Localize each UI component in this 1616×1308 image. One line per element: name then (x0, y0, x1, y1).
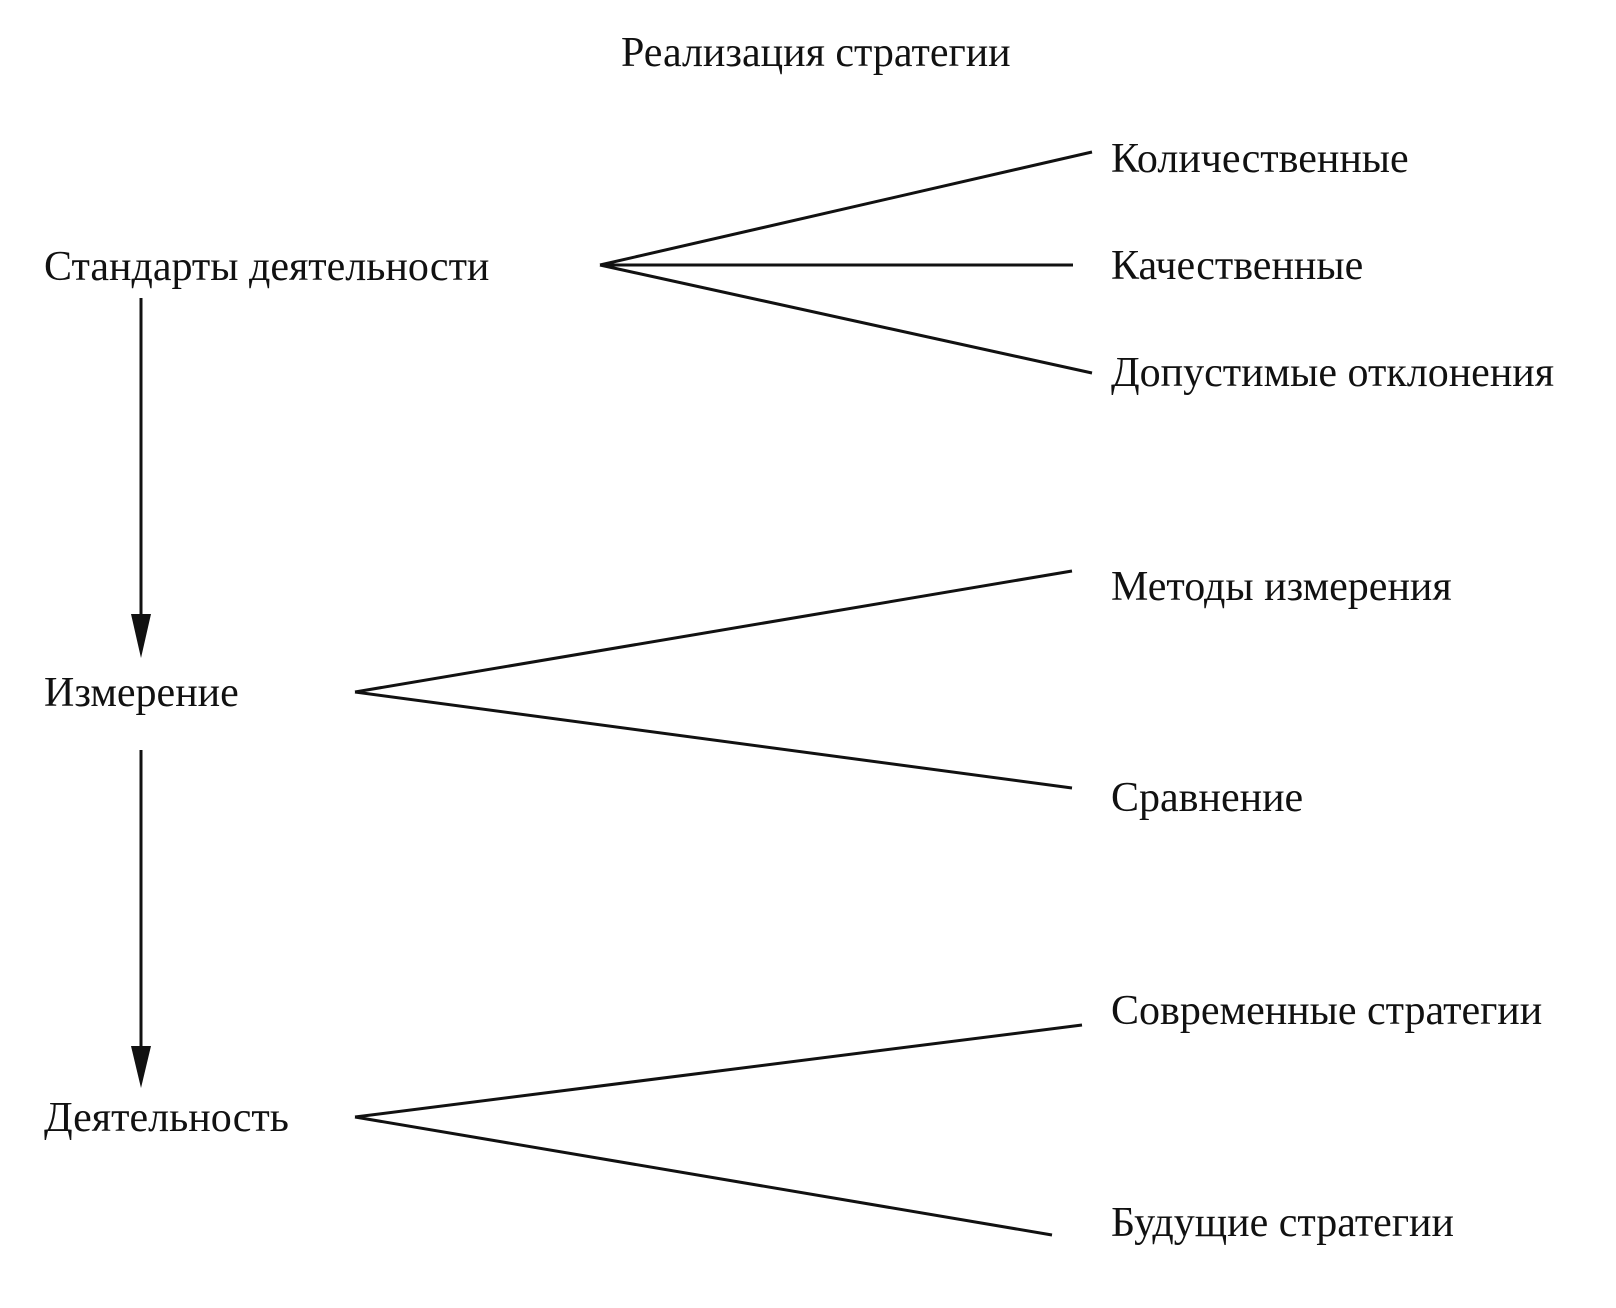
branch-measurement-methods: Методы измерения (1111, 564, 1452, 610)
arrow-measurement-to-activity-head (131, 1046, 151, 1088)
line-standards-deviations (599, 263, 1093, 375)
branch-future-strategies: Будущие стратегии (1111, 1200, 1454, 1246)
node-activity: Деятельность (44, 1095, 289, 1141)
branch-quantitative: Количественные (1111, 136, 1409, 182)
line-measurement-comparison (354, 690, 1073, 790)
branch-comparison: Сравнение (1111, 775, 1304, 821)
arrow-standards-to-measurement-head (131, 614, 151, 658)
line-activity-future (354, 1115, 1053, 1237)
line-measurement-methods (354, 569, 1073, 694)
node-standards: Стандарты деятельности (44, 244, 490, 290)
branch-current-strategies: Современные стратегии (1111, 988, 1543, 1034)
node-measurement: Измерение (44, 670, 239, 716)
line-standards-quantitative (599, 150, 1093, 267)
branch-qualitative: Качественные (1111, 243, 1364, 289)
diagram-title: Реализация стратегии (621, 30, 1011, 76)
line-activity-current (354, 1023, 1083, 1119)
branch-allowed-deviations: Допустимые отклонения (1111, 350, 1555, 396)
